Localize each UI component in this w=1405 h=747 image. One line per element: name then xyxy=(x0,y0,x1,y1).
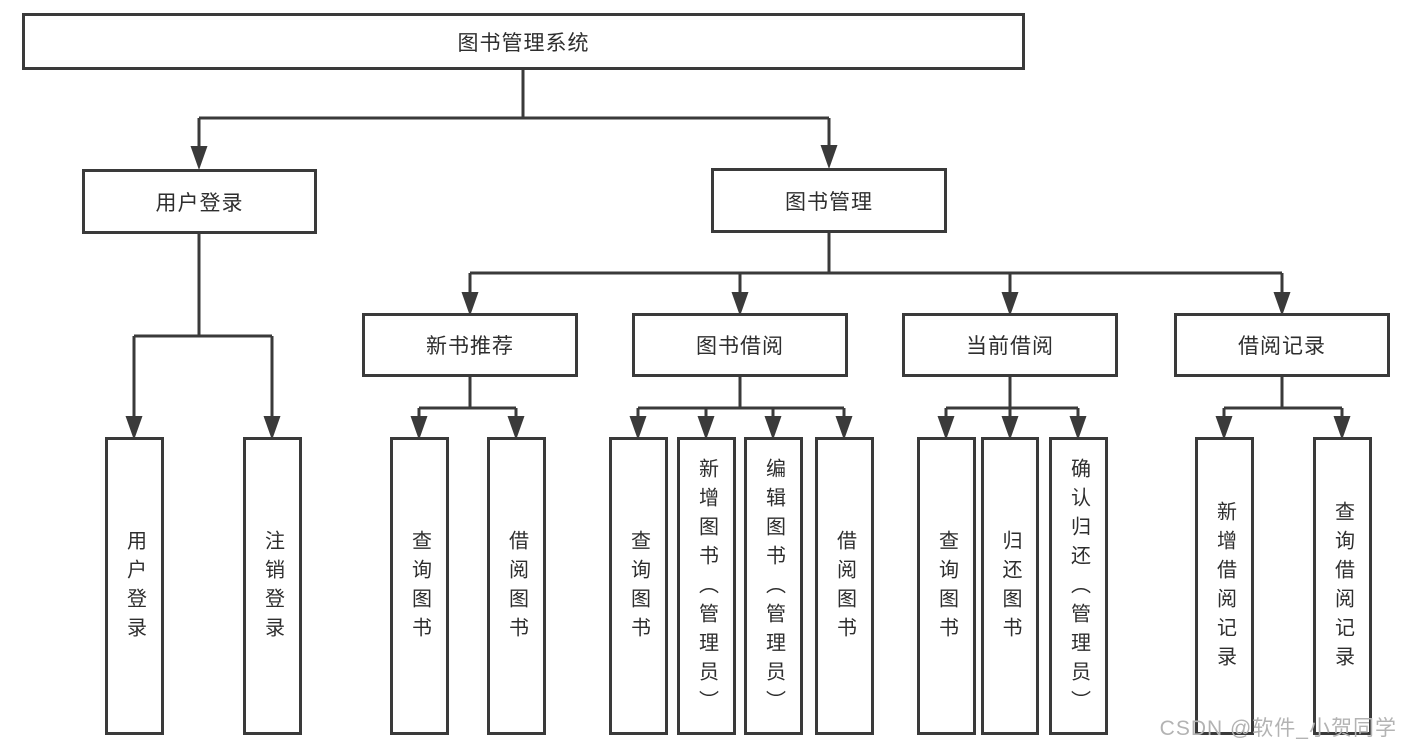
node-user-login-label: 用户登录 xyxy=(155,191,244,215)
node-user-login: 用户登录 xyxy=(82,169,317,234)
node-root-system: 图书管理系统 xyxy=(22,13,1025,70)
leaf-borrow-query-books-label: 查询图书 xyxy=(627,530,650,646)
leaf-records-add-record: 新增借阅记录 xyxy=(1195,437,1254,735)
node-book-management: 图书管理 xyxy=(711,168,947,233)
leaf-current-query-books-label: 查询图书 xyxy=(935,530,958,646)
leaf-current-confirm-return-admin-label: 确认归还（管理员） xyxy=(1067,457,1090,719)
node-borrow-records: 借阅记录 xyxy=(1174,313,1390,377)
leaf-current-return-books-label: 归还图书 xyxy=(999,530,1021,646)
node-new-book-recommend-label: 新书推荐 xyxy=(426,335,514,358)
node-book-borrow-label: 图书借阅 xyxy=(696,335,784,358)
leaf-borrow-query-books: 查询图书 xyxy=(609,437,668,735)
leaf-current-return-books: 归还图书 xyxy=(981,437,1039,735)
csdn-watermark: CSDN @软件_小贺同学 xyxy=(1159,717,1397,740)
leaf-borrow-lend-books-label: 借阅图书 xyxy=(833,530,856,646)
node-current-borrow: 当前借阅 xyxy=(902,313,1118,377)
leaf-borrow-lend-books: 借阅图书 xyxy=(815,437,874,735)
node-root-system-label: 图书管理系统 xyxy=(457,31,590,55)
leaf-newbooks-query-books-label: 查询图书 xyxy=(408,530,431,646)
leaf-newbooks-borrow-books-label: 借阅图书 xyxy=(505,530,528,646)
leaf-user-login: 用户登录 xyxy=(105,437,164,735)
node-borrow-records-label: 借阅记录 xyxy=(1238,335,1326,358)
leaf-records-add-record-label: 新增借阅记录 xyxy=(1213,501,1236,675)
node-new-book-recommend: 新书推荐 xyxy=(362,313,578,377)
leaf-user-login-label: 用户登录 xyxy=(123,530,146,646)
leaf-logout-label: 注销登录 xyxy=(261,530,284,646)
leaf-records-query-record: 查询借阅记录 xyxy=(1313,437,1372,735)
node-book-borrow: 图书借阅 xyxy=(632,313,848,377)
leaf-borrow-edit-books-admin-label: 编辑图书（管理员） xyxy=(762,457,785,719)
leaf-newbooks-query-books: 查询图书 xyxy=(390,437,449,735)
leaf-records-query-record-label: 查询借阅记录 xyxy=(1331,501,1354,675)
leaf-logout: 注销登录 xyxy=(243,437,302,735)
node-book-management-label: 图书管理 xyxy=(785,190,873,214)
node-current-borrow-label: 当前借阅 xyxy=(966,335,1054,358)
leaf-current-query-books: 查询图书 xyxy=(917,437,976,735)
leaf-borrow-add-books-admin-label: 新增图书（管理员） xyxy=(695,457,718,719)
leaf-borrow-add-books-admin: 新增图书（管理员） xyxy=(677,437,736,735)
leaf-newbooks-borrow-books: 借阅图书 xyxy=(487,437,546,735)
leaf-current-confirm-return-admin: 确认归还（管理员） xyxy=(1049,437,1108,735)
leaf-borrow-edit-books-admin: 编辑图书（管理员） xyxy=(744,437,803,735)
